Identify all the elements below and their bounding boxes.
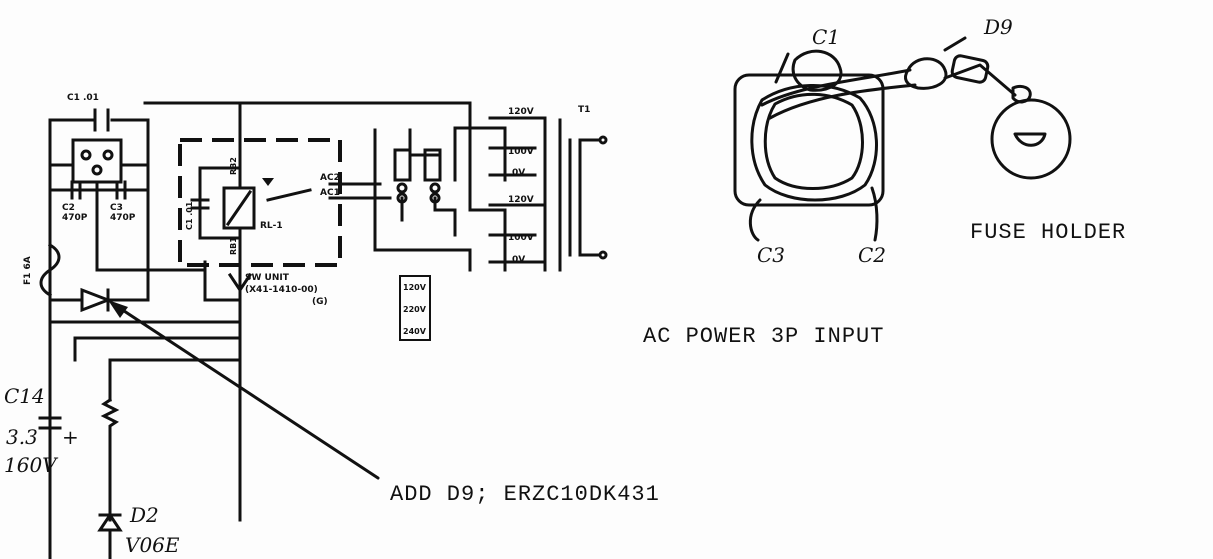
sw-unit-label: SW UNIT (245, 273, 290, 283)
fuse-label: F1 6A (23, 256, 33, 285)
c14-value: 3.3 (6, 425, 38, 449)
relay-arrow-icon (262, 178, 274, 186)
d2-label: D2 (129, 503, 159, 527)
sw-unit-part: (X41-1410-00) (245, 285, 318, 295)
sketch-c3-label: C3 (757, 243, 785, 267)
fuse-slot-icon (1013, 132, 1047, 147)
callout-arrow-icon (108, 300, 128, 318)
c14-label: C14 (4, 384, 45, 408)
tap-0v-top: 0V (512, 168, 525, 178)
c14-polarity: + (62, 425, 79, 449)
c14-capacitor (38, 408, 62, 462)
d9-lead (943, 63, 1017, 97)
d9-body (904, 57, 948, 90)
c2-label: C2 (62, 203, 75, 213)
tap-100v-bottom: 100V (508, 233, 534, 243)
sketch-c1-label: C1 (812, 25, 840, 49)
transformer-label: T1 (578, 105, 590, 115)
c3-label: C3 (110, 203, 123, 213)
d2-part: V06E (125, 533, 180, 557)
c2-c3-capacitors (70, 180, 127, 200)
c2-leader (870, 186, 879, 242)
selector-switch-a (393, 148, 412, 182)
fuse-symbol (39, 242, 61, 298)
sw-c1-wire (198, 166, 242, 240)
sw-unit-variant: (G) (312, 297, 328, 307)
terminal-plate (733, 73, 885, 207)
note-text: ADD D9; ERZC10DK431 (390, 482, 660, 507)
d9-sleeve (950, 54, 990, 84)
sw-unit-box (178, 138, 342, 267)
voltage-box-220: 220V (403, 305, 427, 314)
transformer-secondary (568, 138, 582, 257)
d9-callout: ADD D9; ERZC10DK431 (108, 300, 660, 507)
sw-c1-label: C1 .01 (185, 201, 194, 230)
c1-label: C1 .01 (67, 93, 99, 103)
fuse-holder-sketch: C1 D9 C3 C2 FUSE HOLDER AC POWER 3P INPU… (643, 15, 1126, 349)
tap-120v-top: 120V (508, 107, 534, 117)
voltage-box-120: 120V (403, 283, 427, 292)
ac2-label: AC2 (320, 173, 340, 183)
c3-leader (748, 198, 762, 242)
top-feed-wire (143, 101, 472, 212)
lower-loop-wire (73, 336, 242, 362)
ac-wires (328, 182, 392, 200)
tap-120v-bottom: 120V (508, 195, 534, 205)
c1-capacitor (93, 108, 110, 132)
relay-switch-arm (266, 188, 312, 202)
d9-leader (943, 36, 967, 52)
tap-100v-top: 100V (508, 147, 534, 157)
rb2-label: RB2 (229, 157, 238, 175)
terminal-ring (750, 83, 878, 202)
sw-ground-wire (203, 260, 242, 302)
input-label: AC POWER 3P INPUT (643, 324, 884, 349)
fuse-holder-label: FUSE HOLDER (970, 220, 1126, 245)
selector-wires (373, 128, 472, 272)
transformer-taps (488, 116, 547, 264)
outlet-ground-wire (95, 180, 207, 272)
transformer-core (543, 118, 562, 272)
outlet-symbol (71, 138, 123, 184)
resistor-feed (108, 358, 242, 402)
ac1-label: AC1 (320, 188, 340, 198)
tap-0v-bottom: 0V (512, 255, 525, 265)
callout-line (113, 303, 380, 480)
sketch-c2-label: C2 (858, 243, 886, 267)
d2-diode (97, 512, 123, 532)
d9-diode (80, 287, 113, 313)
c2-value: 470P (62, 213, 88, 223)
d9-wire-2 (768, 83, 917, 120)
resistor-symbol (100, 397, 120, 522)
c3-value: 470P (110, 213, 136, 223)
c1-leader (774, 52, 790, 84)
selector-switch-b (423, 148, 442, 182)
rb1-label: RB1 (229, 237, 238, 255)
sketch-d9-label: D9 (983, 15, 1013, 39)
voltage-select-box (399, 275, 431, 341)
power-input-schematic: C1 .01 C2 470P C3 470P F1 6A C1 .01 RB2 … (4, 93, 608, 559)
fuse-holder-cap (990, 98, 1072, 180)
sw-c1-capacitor (190, 198, 210, 210)
d9-wire-1 (760, 68, 912, 107)
c14-rating: 160V (4, 453, 59, 477)
relay-label: RL-1 (260, 221, 283, 231)
voltage-box-240: 240V (403, 327, 427, 336)
